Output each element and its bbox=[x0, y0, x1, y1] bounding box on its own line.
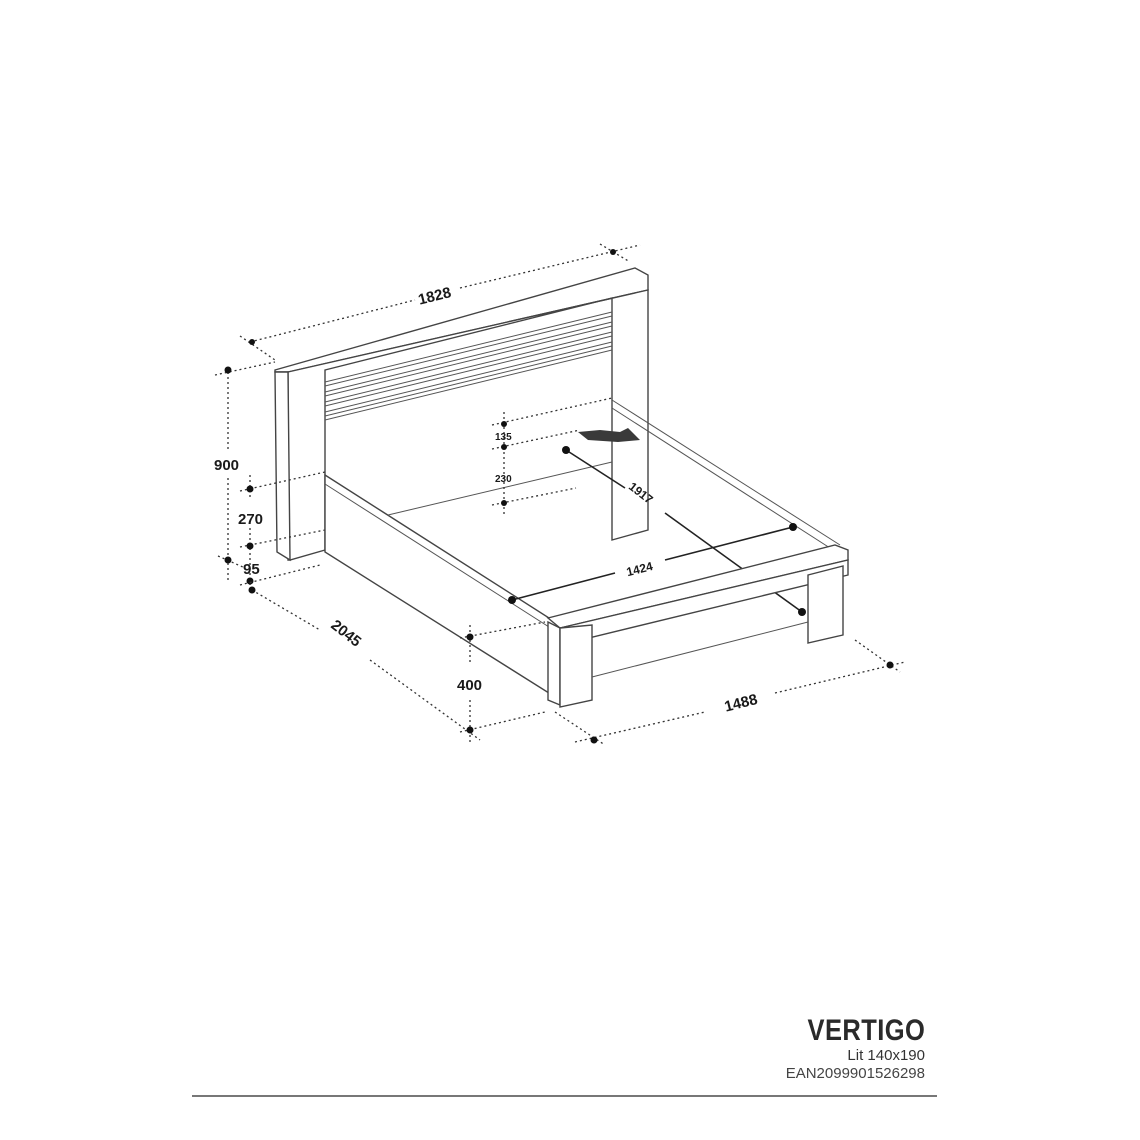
bottom-divider bbox=[192, 1095, 937, 1097]
product-subtitle: Lit 140x190 bbox=[847, 1047, 925, 1064]
height-dimensions: 900 270 95 bbox=[214, 361, 326, 590]
headboard bbox=[274, 267, 649, 562]
dim-1424: 1424 bbox=[625, 559, 655, 579]
product-title-block: VERTIGO Lit 140x190 EAN2099901526298 bbox=[786, 1015, 925, 1083]
dim-2045: 2045 bbox=[327, 617, 364, 651]
dim-230: 230 bbox=[495, 474, 512, 485]
inner-width-dimension: 1424 bbox=[508, 523, 797, 604]
total-width-dimension: 1488 bbox=[554, 639, 906, 746]
footboard-height-dimension: 400 bbox=[457, 621, 546, 745]
dim-135: 135 bbox=[495, 432, 512, 443]
dim-400: 400 bbox=[457, 677, 482, 694]
dim-95: 95 bbox=[243, 561, 260, 578]
slat-dimensions: 135 230 bbox=[491, 397, 613, 515]
slat-support-bracket bbox=[578, 428, 640, 442]
footboard bbox=[546, 544, 849, 708]
dim-1488: 1488 bbox=[723, 691, 759, 716]
dim-1828: 1828 bbox=[416, 284, 452, 309]
product-name: VERTIGO bbox=[807, 1014, 925, 1047]
dim-270: 270 bbox=[238, 511, 263, 528]
product-ean: EAN2099901526298 bbox=[785, 1065, 925, 1082]
dim-900: 900 bbox=[214, 457, 239, 474]
